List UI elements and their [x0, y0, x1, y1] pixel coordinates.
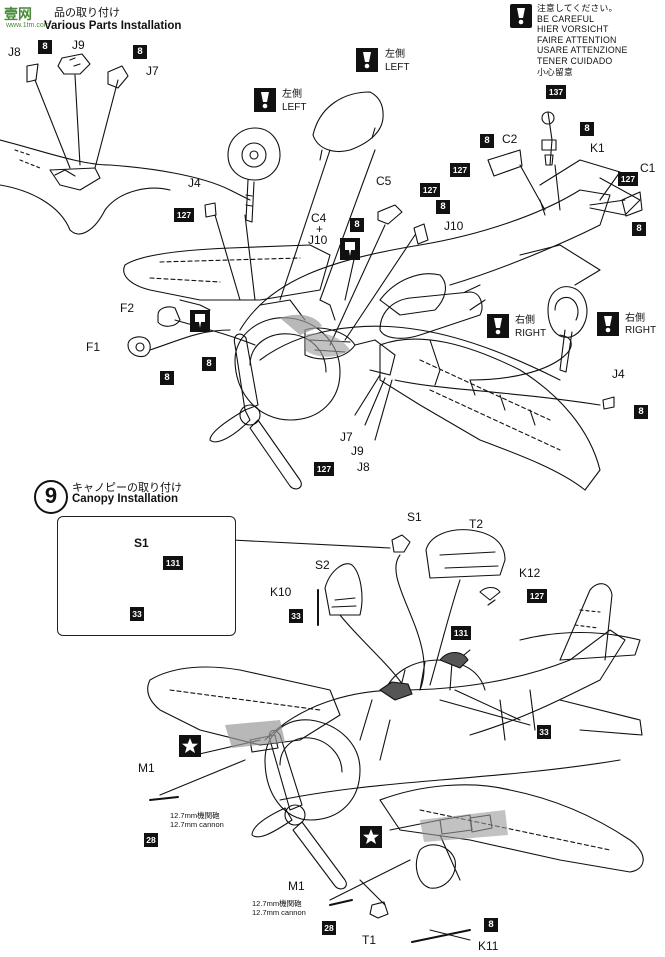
label-S2: S2: [315, 558, 330, 572]
label-K1: K1: [590, 141, 605, 155]
label-J9: J9: [72, 38, 85, 52]
step8-title-en: Various Parts Installation: [44, 20, 182, 32]
paint-code-badge: 127: [314, 462, 334, 476]
paint-code-badge: 127: [174, 208, 194, 222]
paint-code-badge: 137: [546, 85, 566, 99]
paint-code-badge: 8: [38, 40, 52, 54]
glue-icon: [254, 88, 276, 112]
cockpit-inset-outline: [0, 139, 251, 201]
side-label-right-jp: 右側: [625, 313, 645, 324]
warning-line: USARE ATTENZIONE: [537, 45, 628, 56]
watermark-logo: 壹网: [4, 6, 32, 22]
note-cannon-jp: 12.7mm機関砲: [252, 899, 302, 908]
aircraft-upper-view: [123, 159, 641, 491]
label-J4: J4: [188, 176, 201, 190]
label-J7: J7: [146, 64, 159, 78]
paint-code-badge: 8: [436, 200, 450, 214]
glue-icon: [356, 48, 378, 72]
label-J9: J9: [351, 444, 364, 458]
paint-code-badge: 8: [160, 371, 174, 385]
warning-line: TENER CUIDADO: [537, 55, 613, 66]
label-K11: K11: [478, 939, 499, 953]
label-C2: C2: [502, 132, 518, 146]
glue-icon: [597, 312, 619, 336]
side-label-right-en: RIGHT: [625, 325, 657, 336]
warning-text: 注意してください。 BE CAREFUL HIER VORSICHT FAIRE…: [537, 3, 628, 77]
label-S1: S1: [407, 510, 422, 524]
label-J8: J8: [8, 45, 21, 59]
star-marking-icon: [179, 735, 201, 757]
paint-code-badge: 127: [450, 163, 470, 177]
paint-code-badge: 8: [580, 122, 594, 136]
label-F1: F1: [86, 340, 101, 354]
gun-panel-shade-right: [420, 810, 508, 842]
paint-code-badge: 33: [130, 607, 144, 621]
paint-code-badge: 8: [202, 357, 216, 371]
paint-code-badge: 28: [322, 921, 336, 935]
detail-inset-box: [57, 516, 236, 636]
side-label-left-jp: 左側: [385, 49, 405, 60]
note-cannon-en: 12.7mm cannon: [170, 820, 224, 829]
label-K12: K12: [519, 566, 541, 580]
paint-code-badge: 8: [634, 405, 648, 419]
paint-code-badge: 33: [289, 609, 303, 623]
label-T2: T2: [469, 517, 484, 531]
paint-code-badge: 8: [133, 45, 147, 59]
label-M1: M1: [288, 879, 305, 893]
warning-line: 小心留意: [537, 66, 573, 77]
paint-code-badge: 127: [618, 172, 638, 186]
label-J10: J10: [444, 219, 464, 233]
cement-tube-icon: [340, 238, 360, 260]
label-K10: K10: [270, 585, 292, 599]
star-marking-icon: [360, 826, 382, 848]
paint-code-badge: 131: [163, 556, 183, 570]
paint-code-badge: 28: [144, 833, 158, 847]
label-plus: +: [316, 222, 324, 236]
warning-line: 注意してください。: [537, 3, 618, 13]
step9-title-en: Canopy Installation: [72, 493, 179, 505]
glue-icon: [510, 4, 532, 28]
glue-icon: [487, 314, 509, 338]
note-cannon-en: 12.7mm cannon: [252, 908, 306, 917]
label-F2: F2: [120, 301, 135, 315]
side-label-left-en: LEFT: [282, 102, 307, 113]
side-label-left-jp: 左側: [282, 89, 302, 100]
label-M1: M1: [138, 761, 155, 775]
note-cannon-jp: 12.7mm機関砲: [170, 811, 220, 820]
warning-line: BE CAREFUL: [537, 13, 595, 24]
label-S1: S1: [134, 536, 149, 550]
side-label-right-jp: 右側: [515, 315, 535, 326]
paint-code-badge: 8: [484, 918, 498, 932]
warning-line: HIER VORSICHT: [537, 24, 609, 35]
step-number-badge: 9: [34, 480, 68, 514]
cement-tube-icon: [190, 310, 210, 332]
paint-code-badge: 8: [632, 222, 646, 236]
step9-title-jp: キャノピーの取り付け: [72, 482, 182, 494]
label-J8: J8: [357, 460, 370, 474]
label-C4: C4: [311, 211, 327, 225]
step8-title-jp: 品の取り付け: [54, 7, 120, 19]
side-label-right-en: RIGHT: [515, 328, 547, 339]
paint-code-badge: 33: [537, 725, 551, 739]
watermark-url: www.1tm.com: [6, 22, 50, 29]
label-J7: J7: [340, 430, 353, 444]
paint-code-badge: 8: [350, 218, 364, 232]
paint-code-badge: 131: [451, 626, 471, 640]
label-J4: J4: [612, 367, 625, 381]
label-T1: T1: [362, 933, 377, 947]
warning-line: FAIRE ATTENTION: [537, 34, 617, 45]
paint-code-badge: 127: [527, 589, 547, 603]
label-C1: C1: [640, 161, 656, 175]
paint-code-badge: 8: [480, 134, 494, 148]
side-label-left-en: LEFT: [385, 62, 410, 73]
label-J10: J10: [308, 233, 328, 247]
label-C5: C5: [376, 174, 392, 188]
paint-code-badge: 127: [420, 183, 440, 197]
gun-panel-shade-left: [225, 720, 285, 748]
